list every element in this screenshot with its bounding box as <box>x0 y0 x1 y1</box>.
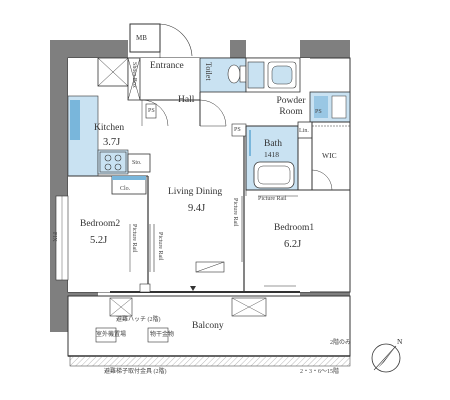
toilet-label: Toilet <box>204 62 213 81</box>
mb-box <box>129 23 161 53</box>
bedroom1-area-label: 6.2J <box>284 239 302 250</box>
balcony <box>67 295 351 367</box>
sto-label: Sto. <box>132 160 142 166</box>
entrance-area <box>97 57 141 101</box>
hall-label: Hall <box>178 95 195 105</box>
powder-room-label: Powder Room <box>274 96 308 118</box>
clo-box <box>111 175 147 195</box>
entrance-door-swing <box>159 23 193 58</box>
kitchen-area <box>67 95 148 177</box>
left-window <box>55 195 69 281</box>
rack-label: 物干金物 <box>150 332 175 338</box>
entry-arrow <box>190 286 196 291</box>
toilet-room <box>199 57 247 93</box>
outdoor-unit-label: 室外機置場 <box>96 332 127 338</box>
kitchen-label: Kitchen <box>94 123 125 133</box>
mb-label: MB <box>136 34 147 42</box>
sto-box <box>127 153 151 173</box>
hall-area <box>140 92 247 137</box>
floors-note-label: 2・3・6〜15階 <box>300 369 340 375</box>
picture-rail-label-4: Picture Rail <box>258 196 287 202</box>
ps-label-3: PS <box>315 109 322 115</box>
kitchen-area-label: 3.7J <box>103 137 121 148</box>
picture-rail-label-2: Picture Rail <box>157 232 163 261</box>
wic-label: WIC <box>322 151 337 160</box>
evacuation-rail-label: 避難梯子取付金具 (2階) <box>104 369 167 375</box>
shoe-box-label: Shoes Box <box>131 62 137 88</box>
bedroom1-label: Bedroom1 <box>274 223 315 233</box>
picture-rail-label-3: Picture Rail <box>232 198 238 227</box>
wic-area <box>297 121 351 191</box>
living-area-label: 9.4J <box>188 203 206 214</box>
ps-label-2: PS <box>234 127 241 133</box>
entrance-label: Entrance <box>150 61 184 71</box>
balcony-label: Balcony <box>192 321 224 331</box>
living-label: Living Dining <box>168 187 223 197</box>
lin-label: Lin. <box>299 128 309 134</box>
north-label: N <box>397 337 403 346</box>
hatch-label: 避難ハッチ (2階) <box>116 317 161 323</box>
bath-label: Bath <box>264 139 282 149</box>
clo-label: Clo. <box>120 186 131 192</box>
interior <box>67 57 351 293</box>
powder-room-text: Powder Room <box>276 96 306 117</box>
bath-room <box>245 125 299 191</box>
ps-label-1: PS <box>148 108 155 114</box>
picture-rail-label-1: Picture Rail <box>131 224 137 253</box>
bath-size-label: 1418 <box>264 150 279 159</box>
bedroom2-area-label: 5.2J <box>90 235 108 246</box>
right-service <box>309 91 351 123</box>
north-arrow-icon <box>371 343 401 373</box>
storey-note-label: 2階のみ <box>330 340 352 346</box>
powder-room <box>245 57 301 93</box>
side-note-label: FIX <box>51 232 57 242</box>
bedroom2-label: Bedroom2 <box>80 219 121 229</box>
